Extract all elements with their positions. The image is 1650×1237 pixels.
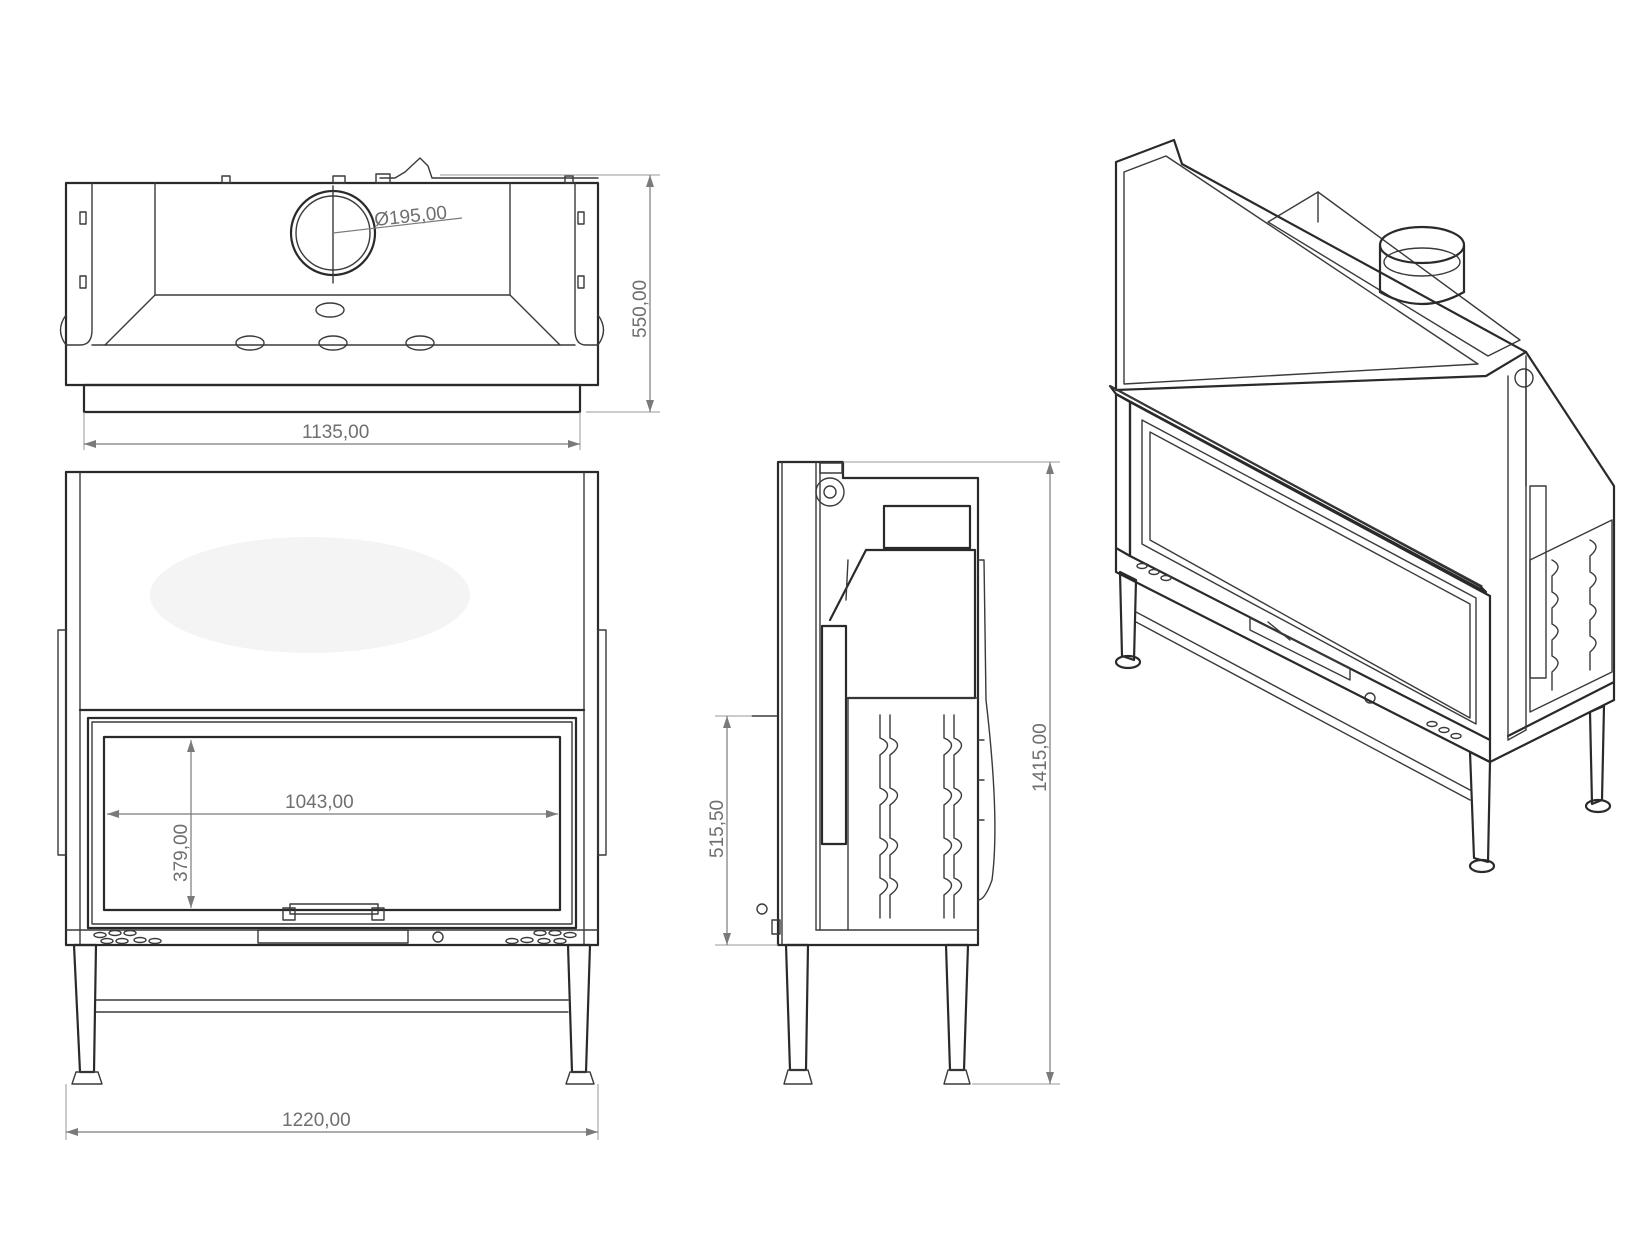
top-width-label: 1135,00 (302, 422, 369, 443)
glass-height-label: 379,00 (171, 824, 192, 882)
ash-slider (257, 929, 409, 944)
door-frame (86, 716, 578, 930)
overall-width-label: 1220,00 (282, 1110, 351, 1131)
glass-panel (102, 735, 562, 912)
flue-diameter-label: Ø195,00 (373, 202, 448, 231)
top-depth-label: 550,00 (630, 280, 651, 338)
side-view: 515,50 1415,00 (707, 460, 1060, 1085)
door-bottom-height-label: 515,50 (707, 800, 728, 858)
front-view: 1043,00 379,00 1220,00 (57, 470, 607, 1140)
overall-height-label: 1415,00 (1030, 723, 1051, 792)
isometric-view (1108, 138, 1616, 874)
glass-width-label: 1043,00 (285, 792, 354, 813)
top-view: Ø195,00 550,00 1135,00 (59, 157, 660, 450)
